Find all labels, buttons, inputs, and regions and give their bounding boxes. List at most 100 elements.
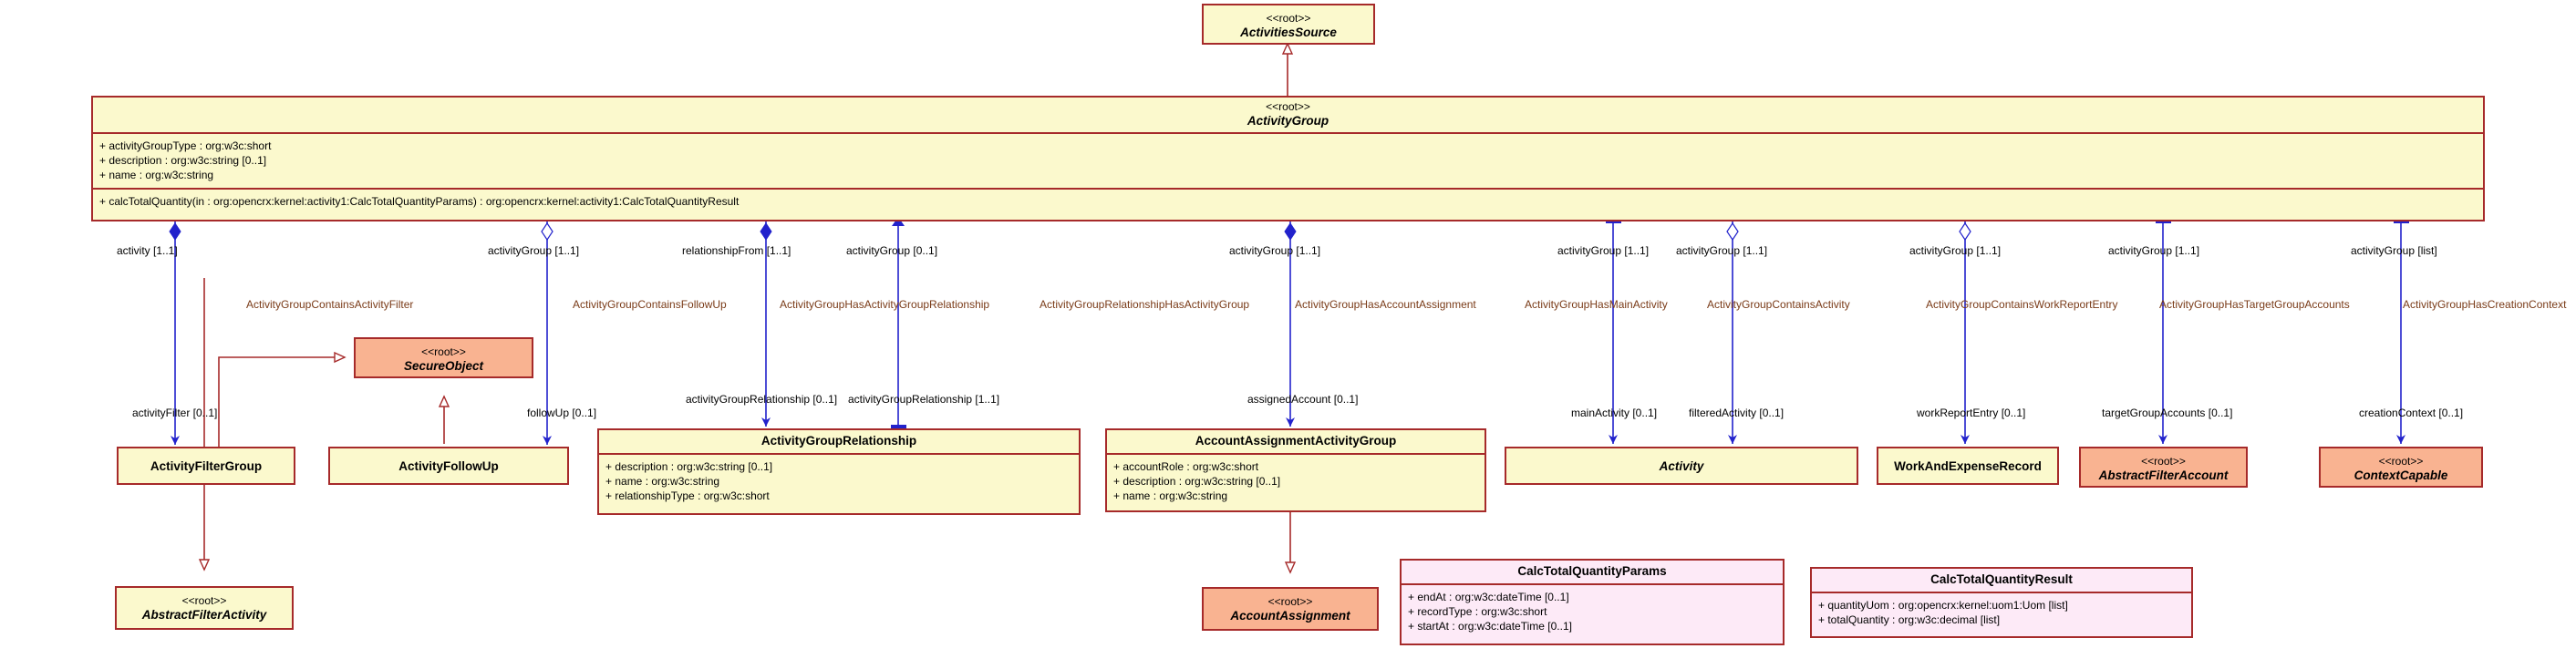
class-activity-group-relationship[interactable]: ActivityGroupRelationship + description … [597,428,1081,515]
association-name-0: ActivityGroupContainsActivityFilter [246,298,414,311]
role-label-source-6: activityGroup [1..1] [1676,244,1768,257]
role-label-source-8: activityGroup [1..1] [2108,244,2200,257]
class-attributes: + description : org:w3c:string [0..1] + … [599,452,1079,509]
association-name-4: ActivityGroupHasAccountAssignment [1295,298,1476,311]
class-header: CalcTotalQuantityResult [1812,569,2191,592]
class-attributes: + quantityUom : org:opencrx:kernel:uom1:… [1812,591,2191,633]
role-label-target-2: activityGroupRelationship [0..1] [686,393,838,406]
class-stereotype: <<root>> [1266,100,1310,113]
class-calc-total-quantity-params[interactable]: CalcTotalQuantityParams + endAt : org:w3… [1400,559,1785,645]
role-label-target-7: workReportEntry [0..1] [1917,407,2026,419]
class-header: <<root>> ActivityGroup [93,98,2483,132]
class-header: <<root>> SecureObject [356,339,532,381]
operation-row: + calcTotalQuantity(in : org:opencrx:ker… [99,195,740,209]
class-name: Activity [1659,459,1704,473]
class-attributes: + endAt : org:w3c:dateTime [0..1] + reco… [1402,582,1783,639]
class-name: WorkAndExpenseRecord [1894,459,2042,473]
class-name: AccountAssignment [1230,608,1350,623]
class-stereotype: <<root>> [2141,455,2186,468]
class-header: <<root>> ActivitiesSource [1204,5,1373,47]
class-header: <<root>> AbstractFilterAccount [2081,448,2246,490]
class-account-assignment-activity-group[interactable]: AccountAssignmentActivityGroup + account… [1105,428,1486,512]
role-label-target-0: activityFilter [0..1] [132,407,218,419]
class-activities-source[interactable]: <<root>> ActivitiesSource [1202,4,1375,45]
class-activity-group[interactable]: <<root>> ActivityGroup + activityGroupTy… [91,96,2485,221]
association-name-3: ActivityGroupRelationshipHasActivityGrou… [1040,298,1250,311]
class-account-assignment[interactable]: <<root>> AccountAssignment [1202,587,1379,631]
class-header: <<root>> AbstractFilterActivity [117,588,292,630]
attribute-row: + relationshipType : org:w3c:short [605,489,770,502]
role-label-source-9: activityGroup [list] [2351,244,2437,257]
association-name-1: ActivityGroupContainsFollowUp [573,298,727,311]
association-name-2: ActivityGroupHasActivityGroupRelationshi… [780,298,990,311]
role-label-target-9: creationContext [0..1] [2359,407,2464,419]
class-name: ActivityFilterGroup [150,459,263,473]
class-name: CalcTotalQuantityParams [1517,564,1667,578]
class-name: AccountAssignmentActivityGroup [1195,434,1397,448]
class-attributes: + activityGroupType : org:w3c:short + de… [93,132,2483,188]
class-name: ActivityFollowUp [398,459,499,473]
class-abstract-filter-activity[interactable]: <<root>> AbstractFilterActivity [115,586,294,630]
class-secure-object[interactable]: <<root>> SecureObject [354,337,533,378]
class-name: CalcTotalQuantityResult [1930,572,2073,586]
attribute-row: + accountRole : org:w3c:short [1113,459,1259,473]
class-activity[interactable]: Activity [1505,447,1858,485]
role-label-target-3: activityGroupRelationship [1..1] [848,393,1000,406]
role-label-source-2: relationshipFrom [1..1] [682,244,791,257]
attribute-row: + activityGroupType : org:w3c:short [99,139,272,153]
class-attributes: + accountRole : org:w3c:short + descript… [1107,452,1485,509]
class-name: ActivityGroup [1247,113,1329,128]
role-label-target-5: mainActivity [0..1] [1571,407,1658,419]
class-stereotype: <<root>> [1267,595,1313,608]
class-context-capable[interactable]: <<root>> ContextCapable [2319,447,2483,488]
role-label-source-7: activityGroup [1..1] [1909,244,2002,257]
class-work-and-expense-record[interactable]: WorkAndExpenseRecord [1877,447,2059,485]
class-name: AbstractFilterActivity [141,607,267,622]
attribute-row: + name : org:w3c:string [99,169,214,182]
role-label-source-3: activityGroup [0..1] [846,244,938,257]
attribute-row: + description : org:w3c:string [0..1] [605,459,773,473]
class-header: AccountAssignmentActivityGroup [1107,430,1485,453]
association-name-8: ActivityGroupHasTargetGroupAccounts [2159,298,2350,311]
association-name-6: ActivityGroupContainsActivity [1707,298,1850,311]
generalization-activityfiltergroup-to-secureobject [218,357,345,447]
class-stereotype: <<root>> [181,594,227,607]
class-header: ActivityFilterGroup [119,448,294,479]
class-name: ActivitiesSource [1240,25,1337,39]
association-name-7: ActivityGroupContainsWorkReportEntry [1926,298,2118,311]
attribute-row: + name : org:w3c:string [605,474,720,488]
role-label-source-0: activity [1..1] [117,244,178,257]
attribute-row: + name : org:w3c:string [1113,489,1228,502]
class-header: ActivityGroupRelationship [599,430,1079,453]
class-stereotype: <<root>> [421,345,466,358]
class-calc-total-quantity-result[interactable]: CalcTotalQuantityResult + quantityUom : … [1810,567,2193,638]
class-header: ActivityFollowUp [330,448,567,479]
role-label-target-1: followUp [0..1] [527,407,597,419]
attribute-row: + recordType : org:w3c:short [1408,604,1547,618]
attribute-row: + startAt : org:w3c:dateTime [0..1] [1408,619,1572,633]
role-label-target-8: targetGroupAccounts [0..1] [2102,407,2233,419]
role-label-source-4: activityGroup [1..1] [1229,244,1321,257]
class-name: AbstractFilterAccount [2098,468,2229,482]
class-header: Activity [1506,448,1857,479]
class-activity-follow-up[interactable]: ActivityFollowUp [328,447,569,485]
class-abstract-filter-account[interactable]: <<root>> AbstractFilterAccount [2079,447,2248,488]
role-label-target-4: assignedAccount [0..1] [1247,393,1359,406]
class-name: ContextCapable [2354,468,2448,482]
class-name: SecureObject [403,358,484,373]
class-stereotype: <<root>> [2378,455,2424,468]
class-name: ActivityGroupRelationship [760,434,917,448]
association-name-9: ActivityGroupHasCreationContext [2403,298,2567,311]
class-activity-filter-group[interactable]: ActivityFilterGroup [117,447,295,485]
role-label-source-1: activityGroup [1..1] [488,244,580,257]
role-label-target-6: filteredActivity [0..1] [1689,407,1785,419]
class-header: <<root>> ContextCapable [2321,448,2481,490]
attribute-row: + endAt : org:w3c:dateTime [0..1] [1408,590,1569,603]
class-stereotype: <<root>> [1266,12,1311,25]
class-header: <<root>> AccountAssignment [1204,589,1377,631]
class-header: CalcTotalQuantityParams [1402,561,1783,583]
attribute-row: + quantityUom : org:opencrx:kernel:uom1:… [1818,598,2068,612]
association-name-5: ActivityGroupHasMainActivity [1525,298,1668,311]
role-label-source-5: activityGroup [1..1] [1557,244,1650,257]
